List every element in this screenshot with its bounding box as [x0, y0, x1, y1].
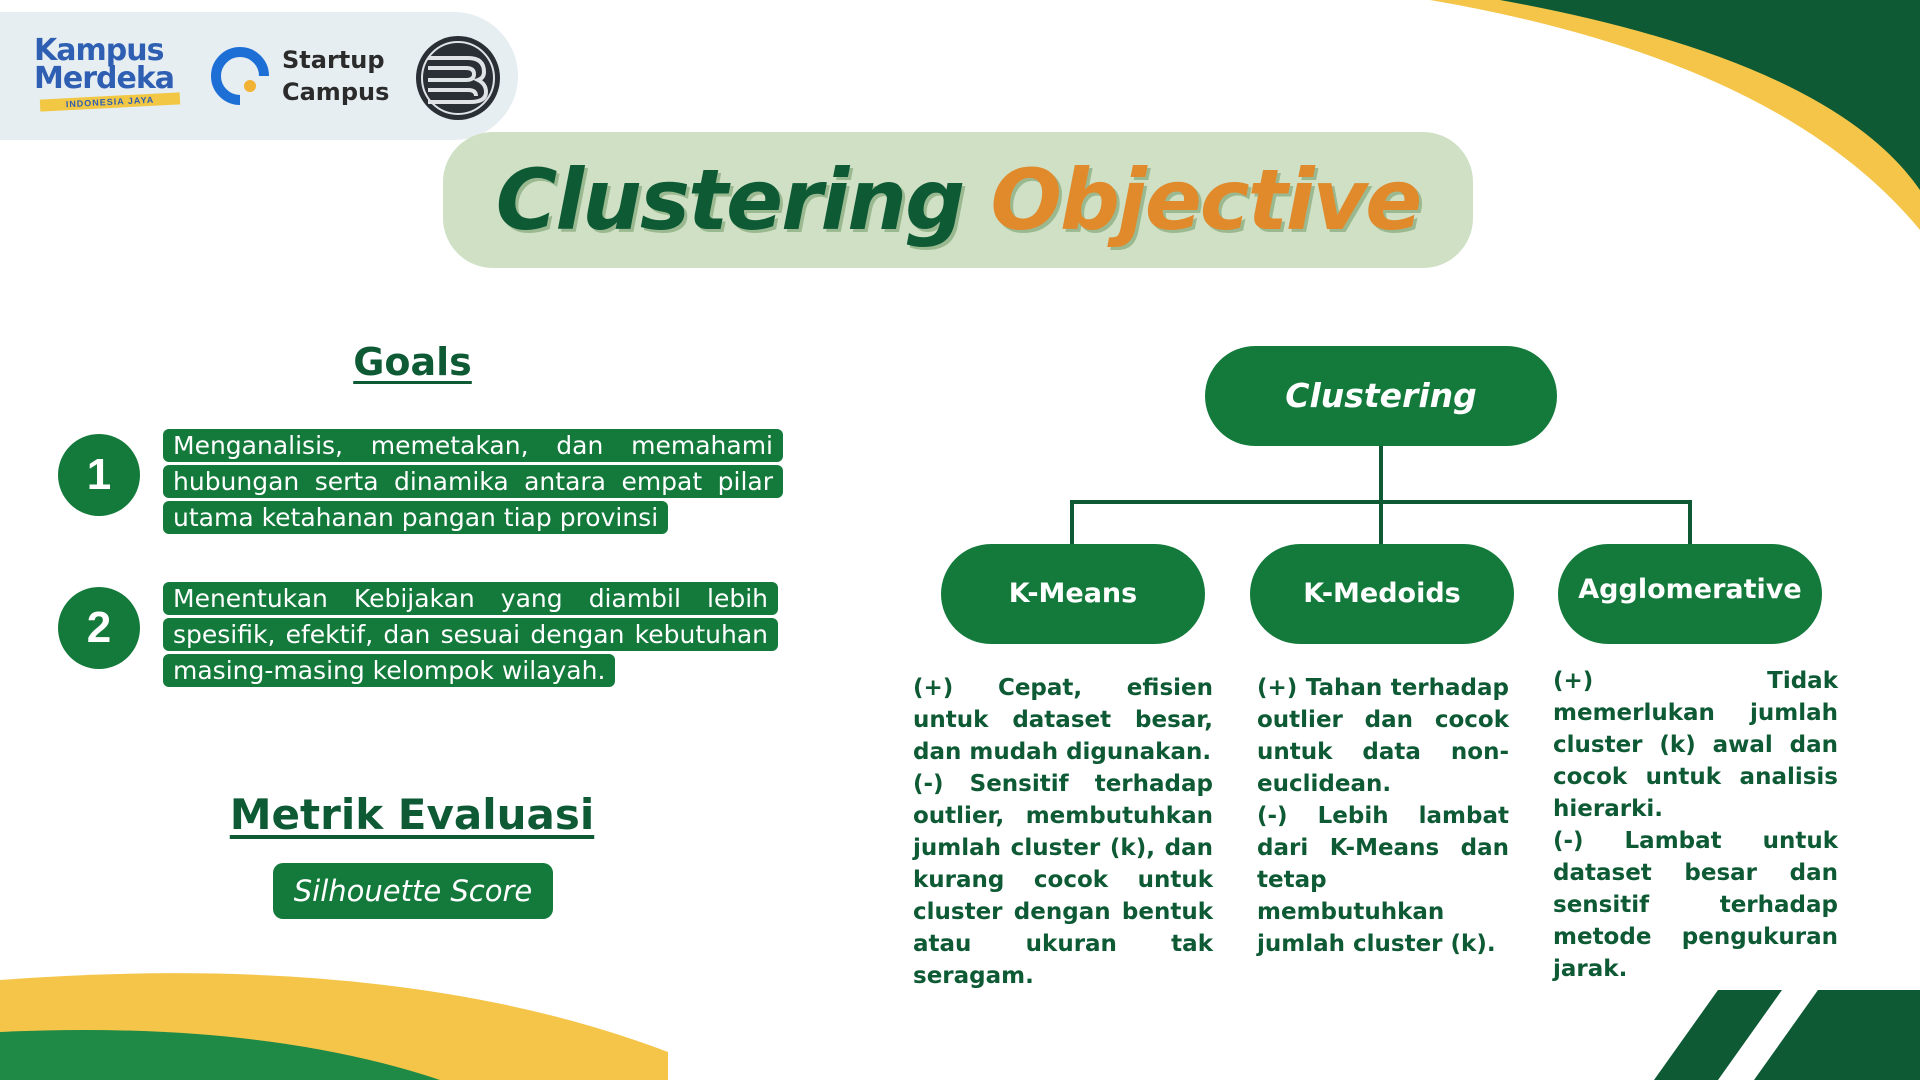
page-title: Clustering Objective — [443, 132, 1473, 268]
agglomerative-node: Agglomerative — [1558, 544, 1822, 644]
connector-kmedoids — [1379, 500, 1383, 546]
clustering-root-node: Clustering — [1205, 346, 1557, 446]
title-part2: Objective — [990, 151, 1422, 249]
goal-number-1: 1 — [58, 434, 140, 516]
title-pill: Clustering Objective — [443, 132, 1473, 268]
kampus-merdeka-line1: Kampus — [34, 33, 164, 68]
goal-item-1: Menganalisis, memetakan, dan memahami hu… — [163, 428, 783, 536]
startup-campus-text: Startup Campus — [282, 44, 389, 108]
bottom-right-stripe-1 — [1654, 990, 1782, 1080]
bottom-left-green-arc — [0, 1030, 440, 1080]
kmedoids-cons: (-) Lebih lambat dari K-Means dan tetap … — [1257, 803, 1509, 957]
kmedoids-node: K-Medoids — [1250, 544, 1514, 644]
kmeans-pros: (+) Cepat, efisien untuk dataset besar, … — [913, 675, 1213, 765]
startup-campus-icon — [211, 47, 270, 106]
goal-text-2: Menentukan Kebijakan yang diambil lebih … — [163, 582, 778, 687]
b-circle-logo — [416, 36, 500, 120]
startup-campus-line2: Campus — [282, 78, 390, 106]
connector-agglomerative — [1688, 500, 1692, 546]
goal-item-2: Menentukan Kebijakan yang diambil lebih … — [163, 581, 778, 689]
agglomerative-pros: (+) Tidak memerlukan jumlah cluster (k) … — [1553, 668, 1838, 822]
metrics-heading: Metrik Evaluasi — [229, 790, 595, 839]
kampus-merdeka-logo: Kampus Merdeka INDONESIA JAYA — [34, 36, 184, 116]
kmeans-description: (+) Cepat, efisien untuk dataset besar, … — [913, 672, 1213, 992]
kmeans-cons: (-) Sensitif terhadap outlier, membutuhk… — [913, 771, 1213, 989]
connector-kmeans — [1070, 500, 1074, 546]
kmedoids-pros: (+) Tahan terhadap outlier dan cocok unt… — [1257, 675, 1509, 797]
kampus-merdeka-line2: Merdeka — [34, 61, 175, 96]
kmedoids-description: (+) Tahan terhadap outlier dan cocok unt… — [1257, 672, 1509, 960]
goal-number-2: 2 — [58, 587, 140, 669]
bottom-right-stripe-2 — [1754, 990, 1920, 1080]
agglomerative-cons: (-) Lambat untuk dataset besar dan sensi… — [1553, 828, 1838, 982]
agglomerative-description: (+) Tidak memerlukan jumlah cluster (k) … — [1553, 665, 1838, 985]
kmeans-node: K-Means — [941, 544, 1205, 644]
goal-text-1: Menganalisis, memetakan, dan memahami hu… — [163, 429, 783, 534]
top-right-green-arc — [1500, 0, 1920, 190]
silhouette-score-badge: Silhouette Score — [273, 863, 553, 919]
startup-campus-line1: Startup — [282, 46, 385, 74]
goals-heading: Goals — [353, 340, 472, 384]
connector-root-vertical — [1379, 446, 1383, 502]
title-part1: Clustering — [495, 151, 966, 249]
